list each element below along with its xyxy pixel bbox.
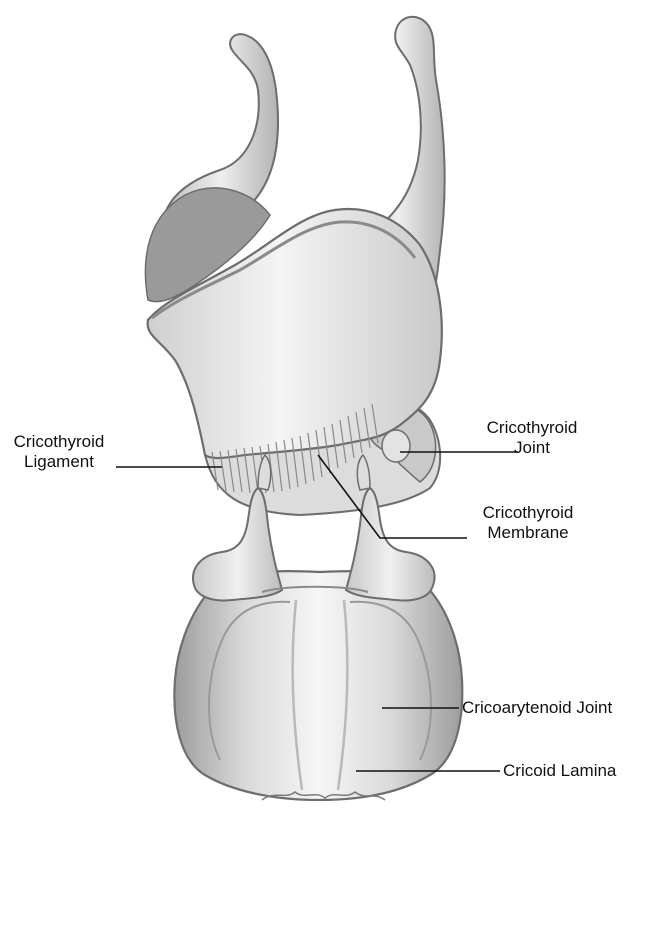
label-cricothyroid-ligament-line1: Cricothyroid (4, 432, 114, 452)
thyroid-cartilage-illustration (145, 17, 444, 515)
label-cricothyroid-membrane: Cricothyroid Membrane (466, 503, 590, 543)
label-cricothyroid-joint-line1: Cricothyroid (472, 418, 592, 438)
label-cricothyroid-joint: Cricothyroid Joint (472, 418, 592, 458)
cricothyroid-joint-knob (382, 430, 410, 462)
cricoid-lamina-shape (174, 571, 462, 800)
label-cricothyroid-membrane-line1: Cricothyroid (466, 503, 590, 523)
label-cricothyroid-joint-line2: Joint (472, 438, 592, 458)
label-cricoarytenoid-joint: Cricoarytenoid Joint (462, 698, 612, 718)
label-cricothyroid-ligament-line2: Ligament (4, 452, 114, 472)
label-cricothyroid-ligament: Cricothyroid Ligament (4, 432, 114, 472)
label-cricoid-lamina: Cricoid Lamina (503, 761, 616, 781)
label-cricothyroid-membrane-line2: Membrane (466, 523, 590, 543)
